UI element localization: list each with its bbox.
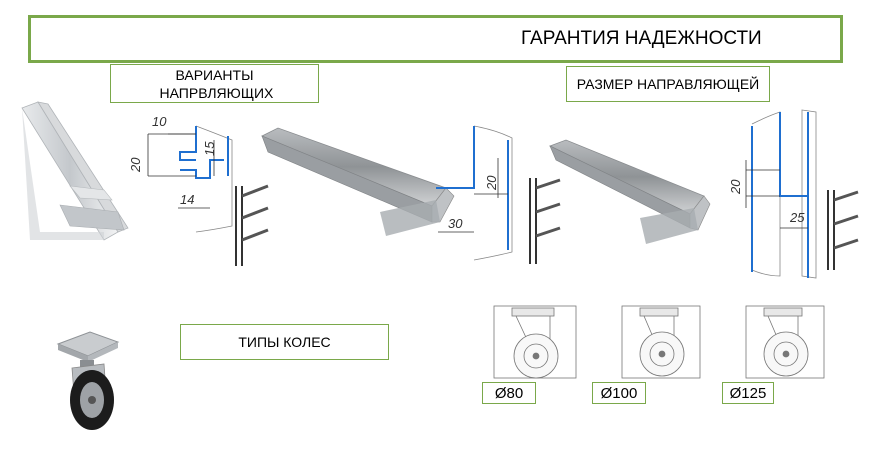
rail-variants-label-box: ВАРИАНТЫ НАПРВЛЯЮЩИХ bbox=[110, 64, 319, 103]
wheel-diameter-100-label: Ø100 bbox=[600, 384, 638, 402]
dimension-15: 15 bbox=[202, 141, 217, 156]
wheel-types-label-box: ТИПЫ КОЛЕС bbox=[180, 324, 389, 360]
wheel-diameter-80-label: Ø80 bbox=[494, 384, 524, 402]
wheel-diameter-125: Ø125 bbox=[722, 382, 774, 404]
wheel-drawing-80 bbox=[493, 305, 577, 379]
wheel-drawing-100 bbox=[621, 305, 701, 379]
title-banner: ГАРАНТИЯ НАДЕЖНОСТИ bbox=[28, 15, 843, 63]
rail-size-label: РАЗМЕР НАПРАВЛЯЮЩЕЙ bbox=[576, 76, 760, 92]
dimension-25: 25 bbox=[789, 210, 805, 225]
dimension-14: 14 bbox=[180, 192, 194, 207]
rail-drawing-1 bbox=[147, 125, 269, 266]
dimension-10: 10 bbox=[152, 114, 167, 129]
rail-size-label-box: РАЗМЕР НАПРАВЛЯЮЩЕЙ bbox=[566, 66, 770, 102]
rail-drawing-3 bbox=[745, 109, 859, 279]
dimension-20-right: 20 bbox=[728, 179, 743, 195]
rail-variants-label: ВАРИАНТЫ НАПРВЛЯЮЩИХ bbox=[159, 66, 274, 101]
rail-drawing-2 bbox=[436, 125, 561, 264]
wheel-diameter-125-label: Ø125 bbox=[729, 384, 767, 402]
wheel-types-label: ТИПЫ КОЛЕС bbox=[238, 334, 331, 350]
wheel-drawing-125 bbox=[745, 305, 825, 379]
dimension-30: 30 bbox=[448, 216, 463, 231]
wheel-diameter-80: Ø80 bbox=[482, 382, 536, 404]
page-title: ГАРАНТИЯ НАДЕЖНОСТИ bbox=[521, 28, 762, 49]
dimension-20-left: 20 bbox=[128, 157, 143, 173]
dimension-20-mid: 20 bbox=[484, 175, 499, 191]
wheel-diameter-100: Ø100 bbox=[592, 382, 646, 404]
